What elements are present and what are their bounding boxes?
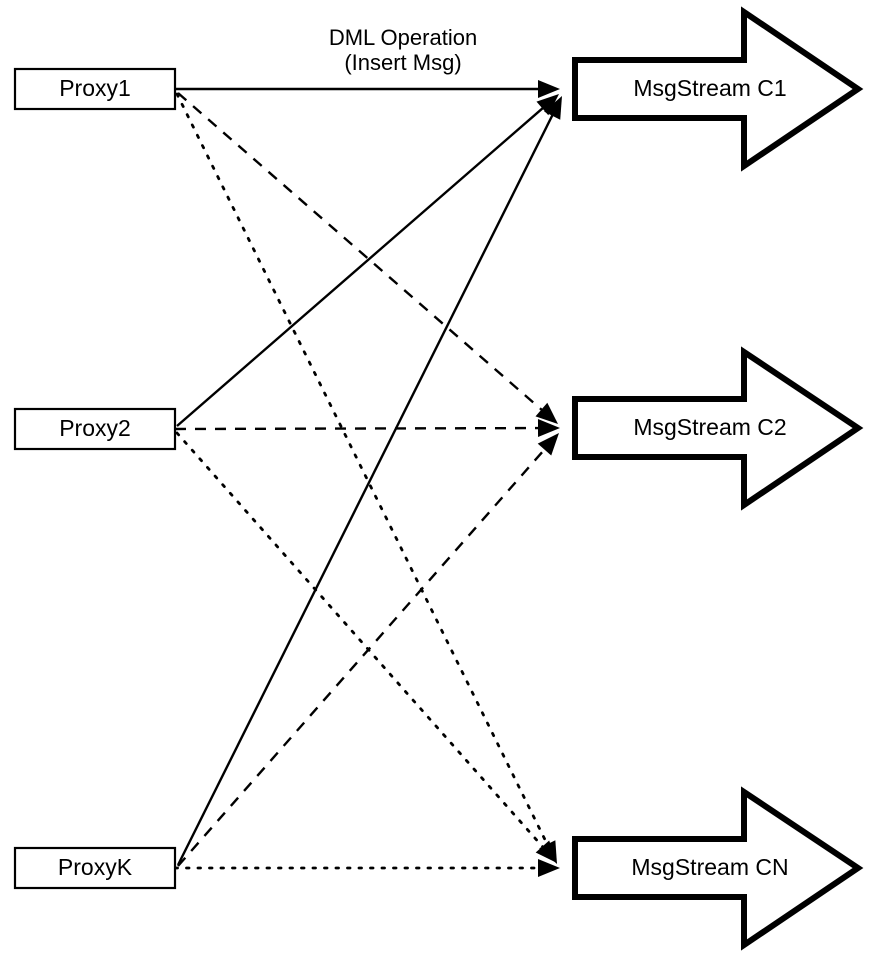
connector-proxy2-to-cn bbox=[175, 431, 557, 863]
connector-proxy2-to-c2 bbox=[174, 419, 560, 438]
block-arrow-icon bbox=[572, 6, 864, 172]
connections-layer bbox=[173, 80, 562, 877]
connector-line bbox=[175, 431, 551, 856]
arrowhead-icon bbox=[535, 402, 558, 424]
proxy-node-proxy1[interactable]: Proxy1 bbox=[13, 67, 177, 111]
proxy-label: Proxy1 bbox=[59, 75, 131, 101]
connector-line bbox=[175, 92, 554, 855]
connector-proxy1-to-cn bbox=[175, 92, 557, 864]
connector-proxyk-to-c1 bbox=[176, 96, 562, 866]
connector-line bbox=[176, 106, 558, 866]
arrowhead-icon bbox=[537, 433, 559, 456]
connector-line bbox=[177, 92, 550, 417]
msgstream-stream_cn[interactable]: MsgStream CN bbox=[572, 786, 864, 951]
edge-label-line2: (Insert Msg) bbox=[344, 50, 461, 75]
proxy-label: ProxyK bbox=[58, 854, 133, 880]
connector-proxy2-to-c1 bbox=[176, 94, 559, 427]
proxy-node-proxyk[interactable]: ProxyK bbox=[13, 846, 177, 890]
block-arrow-icon bbox=[572, 786, 864, 951]
proxy-label: Proxy2 bbox=[59, 415, 131, 441]
msgstream-label: MsgStream CN bbox=[631, 854, 788, 880]
arrowhead-icon bbox=[538, 859, 560, 877]
connector-proxyk-to-cn bbox=[173, 859, 560, 877]
streams-layer: MsgStream C1 MsgStream C2 MsgStream CN bbox=[572, 6, 864, 951]
proxy-box bbox=[13, 407, 177, 451]
connector-proxy1-to-c2 bbox=[177, 92, 558, 424]
arrowhead-icon bbox=[535, 840, 557, 863]
connector-line bbox=[176, 101, 551, 427]
msgstream-stream_c2[interactable]: MsgStream C2 bbox=[572, 346, 864, 511]
connector-proxy1-to-c1 bbox=[175, 80, 560, 98]
proxy-box bbox=[13, 846, 177, 890]
proxy-node-proxy2[interactable]: Proxy2 bbox=[13, 407, 177, 451]
connector-line bbox=[174, 426, 548, 431]
arrowhead-icon bbox=[537, 419, 560, 438]
arrowhead-icon bbox=[538, 80, 560, 98]
edge-label-line1: DML Operation bbox=[329, 25, 477, 50]
proxy-box bbox=[13, 67, 177, 111]
connector-line bbox=[177, 441, 552, 867]
msgstream-stream_c1[interactable]: MsgStream C1 bbox=[572, 6, 864, 172]
msgstream-label: MsgStream C1 bbox=[633, 75, 786, 101]
connector-proxyk-to-c2 bbox=[177, 433, 559, 867]
edge-label-group: DML Operation (Insert Msg) bbox=[329, 25, 477, 75]
msgstream-label: MsgStream C2 bbox=[633, 414, 786, 440]
arrowhead-icon bbox=[536, 94, 559, 116]
arrowhead-icon bbox=[544, 96, 562, 120]
block-arrow-icon bbox=[572, 346, 864, 511]
